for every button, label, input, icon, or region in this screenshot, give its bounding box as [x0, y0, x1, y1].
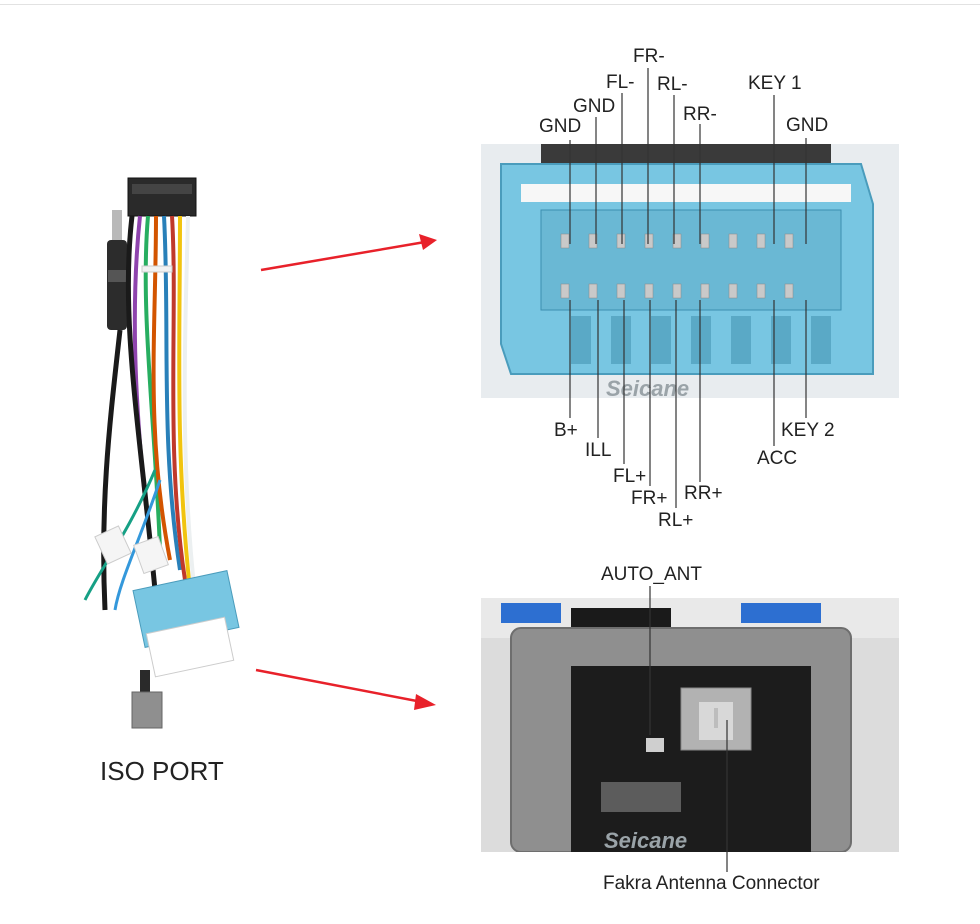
label-gnd-2: GND — [573, 96, 616, 117]
label-gnd-3: GND — [786, 115, 829, 136]
bottom-watermark: Seicane — [604, 828, 688, 853]
label-fl-minus: FL- — [606, 72, 635, 93]
label-auto-ant: AUTO_ANT — [601, 564, 703, 585]
label-key-2: KEY 2 — [781, 420, 835, 441]
label-fr-plus: FR+ — [631, 488, 668, 509]
label-rr-plus: RR+ — [684, 483, 723, 504]
label-fakra: Fakra Antenna Connector — [603, 873, 820, 894]
arrow-to-bottom-connector — [255, 668, 436, 710]
label-rl-plus: RL+ — [658, 510, 694, 531]
bottom-connector-photo — [481, 598, 899, 852]
top-watermark: Seicane — [606, 376, 690, 401]
arrow-to-top-connector — [260, 234, 437, 272]
label-fr-minus: FR- — [633, 46, 665, 67]
top-divider — [0, 4, 980, 5]
label-ill: ILL — [585, 440, 612, 461]
label-key-1: KEY 1 — [748, 73, 802, 94]
label-rr-minus: RR- — [683, 104, 717, 125]
label-acc: ACC — [757, 448, 798, 469]
label-gnd-1: GND — [539, 116, 582, 137]
label-rl-minus: RL- — [657, 74, 688, 95]
label-b-plus: B+ — [554, 420, 578, 441]
label-fl-plus: FL+ — [613, 466, 647, 487]
top-connector-photo — [481, 144, 899, 398]
harness-illustration — [83, 177, 240, 729]
iso-port-caption: ISO PORT — [100, 756, 224, 786]
